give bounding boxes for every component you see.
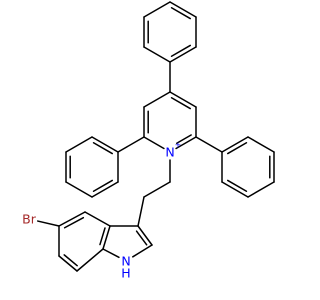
phenyl-left-link bbox=[117, 136, 145, 153]
phenyl-left-bond-0-inner bbox=[92, 141, 114, 155]
phenyl-right-bond-3 bbox=[247, 181, 275, 198]
indole-benzene-bond-3 bbox=[58, 255, 78, 272]
bond-layer bbox=[37, 1, 275, 272]
phenyl-right-link bbox=[195, 136, 223, 153]
phenyl-top-bond-3-inner bbox=[170, 6, 192, 20]
phenyl-left-bond-0 bbox=[91, 136, 119, 153]
indole-nitrogen-label: N bbox=[121, 254, 130, 269]
indole-benzene-bond-1 bbox=[58, 211, 86, 227]
phenyl-left-bond-4 bbox=[91, 181, 119, 198]
indole-hydrogen-label: H bbox=[121, 266, 130, 281]
pyridinium-bond-c4-c5 bbox=[169, 91, 197, 108]
indole-benzene-bond-1-inner bbox=[63, 216, 85, 229]
bromine-atom-label: Br bbox=[22, 212, 37, 227]
phenyl-left-bond-1 bbox=[65, 136, 93, 153]
molecule-diagram: Br N + N H bbox=[22, 1, 275, 281]
indole-bond-n1-c7a bbox=[102, 248, 120, 259]
pyridinium-bond-c3-c4 bbox=[143, 91, 171, 108]
phenyl-top-bond-0 bbox=[143, 46, 171, 63]
indole-link-bond bbox=[137, 196, 145, 227]
pyridinium-bond-c6-n1 bbox=[175, 136, 197, 150]
pyridinium-bond-n1-c2 bbox=[143, 136, 165, 150]
indole-benzene-bond-4 bbox=[76, 248, 104, 272]
phenyl-right-bond-4-inner bbox=[226, 179, 248, 193]
phenyl-top-bond-2 bbox=[143, 1, 171, 18]
phenyl-left-bond-3 bbox=[65, 181, 93, 198]
phenyl-left-bond-4-inner bbox=[92, 179, 114, 193]
phenyl-top-bond-5-inner bbox=[170, 44, 192, 58]
indole-benzene-bond-3-inner bbox=[63, 254, 78, 267]
bromine-bond bbox=[37, 220, 60, 227]
indole-bond-c3-c2 bbox=[137, 225, 153, 246]
phenyl-top-bond-5 bbox=[169, 46, 197, 63]
phenyl-right-bond-0-inner bbox=[226, 141, 248, 155]
phenyl-right-bond-4 bbox=[221, 181, 249, 198]
ethyl-bond-ch2-ch2 bbox=[143, 181, 171, 198]
indole-bond-c3-c2-inner bbox=[135, 230, 148, 246]
phenyl-right-bond-1 bbox=[247, 136, 275, 153]
indole-bond-c2-n1 bbox=[132, 244, 153, 258]
indole-benzene-bond-0 bbox=[84, 211, 111, 227]
pyridinium-charge-label: + bbox=[175, 141, 182, 150]
phenyl-top-bond-3 bbox=[169, 1, 197, 18]
phenyl-right-bond-0 bbox=[221, 136, 249, 153]
pyridinium-bond-c4-c5-inner bbox=[170, 96, 192, 110]
pyridinium-nitrogen-label: N bbox=[165, 145, 174, 160]
indole-benzene-bond-5 bbox=[102, 225, 111, 250]
indole-benzene-bond-5-inner bbox=[99, 227, 106, 246]
pyridinium-bond-c6-n1-inner bbox=[176, 134, 192, 145]
